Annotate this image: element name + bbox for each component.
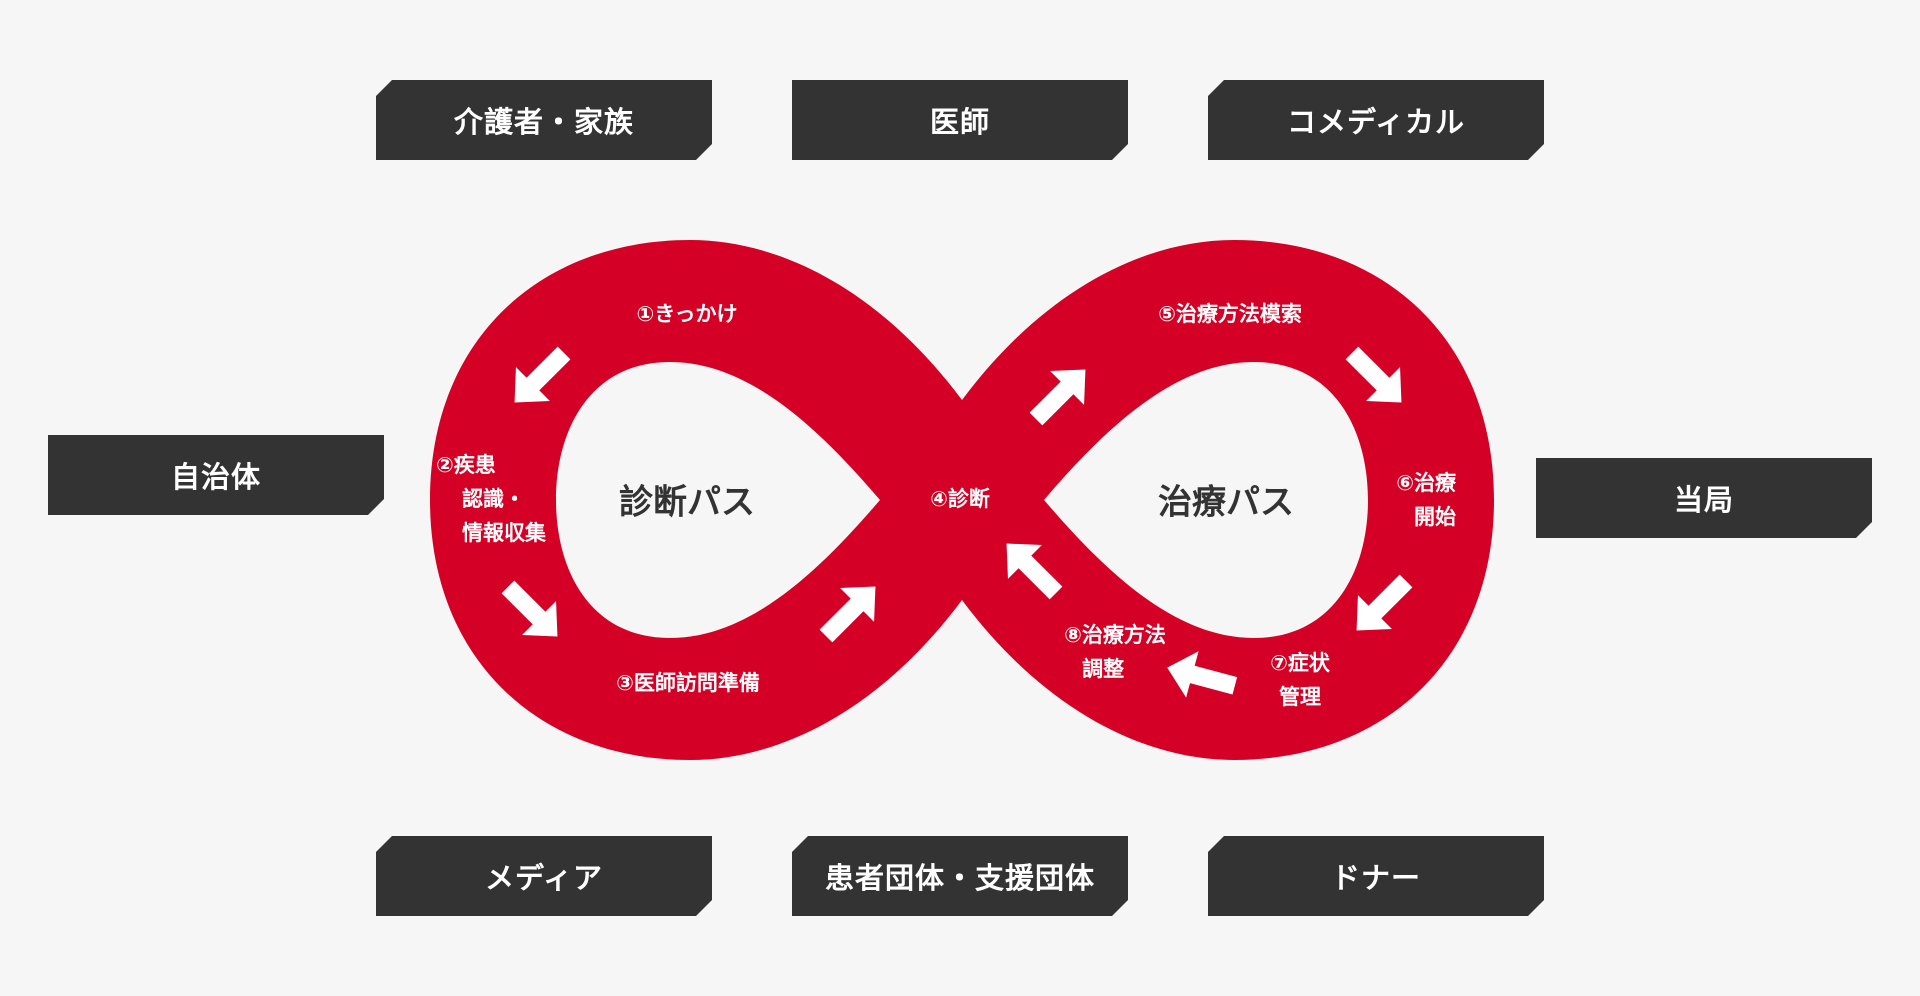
- arrow-icon: [1356, 574, 1413, 631]
- stakeholder-municipality: 自治体: [48, 435, 384, 515]
- step-1-label: ①きっかけ: [636, 302, 738, 326]
- arrow-icon: [819, 586, 876, 643]
- arrow-icon: [514, 346, 571, 403]
- step-4-label: ④診断: [930, 487, 990, 511]
- step-5-label: ⑤治療方法模索: [1158, 302, 1302, 326]
- arrow-icon: [1167, 651, 1238, 698]
- step-8-line-2: 調整: [1082, 657, 1125, 681]
- stakeholder-patient-groups: 患者団体・支援団体: [792, 836, 1128, 916]
- arrow-icon: [501, 580, 558, 637]
- stakeholder-authorities: 当局: [1536, 458, 1872, 538]
- loop-band: [430, 240, 1494, 760]
- stakeholder-donor: ドナー: [1208, 836, 1544, 916]
- step-3-label: ③医師訪問準備: [616, 671, 760, 695]
- step-7-label: ⑦症状 管理: [1270, 646, 1330, 714]
- step-8-label: ⑧治療方法 調整: [1064, 618, 1166, 686]
- arrow-icon: [1345, 346, 1402, 403]
- step-6-line-1: ⑥治療: [1396, 471, 1456, 495]
- stakeholder-caregiver-family: 介護者・家族: [376, 80, 712, 160]
- step-6-line-2: 開始: [1414, 505, 1456, 529]
- step-2-line-3: 情報収集: [462, 521, 546, 545]
- arrow-icon: [1006, 543, 1063, 600]
- treatment-path-title: 治療パス: [1158, 482, 1294, 523]
- step-2-label: ②疾患 認識・ 情報収集: [436, 448, 546, 550]
- step-6-label: ⑥治療 開始: [1372, 466, 1456, 534]
- step-8-line-1: ⑧治療方法: [1064, 623, 1166, 647]
- step-2-line-2: 認識・: [462, 487, 525, 511]
- step-7-line-2: 管理: [1279, 685, 1321, 709]
- stakeholder-media: メディア: [376, 836, 712, 916]
- step-2-line-1: ②疾患: [436, 453, 496, 477]
- arrow-icon: [1029, 369, 1086, 426]
- stakeholder-physician: 医師: [792, 80, 1128, 160]
- diagnosis-path-title: 診断パス: [619, 482, 755, 523]
- step-7-line-1: ⑦症状: [1270, 651, 1330, 675]
- stakeholder-comedical: コメディカル: [1208, 80, 1544, 160]
